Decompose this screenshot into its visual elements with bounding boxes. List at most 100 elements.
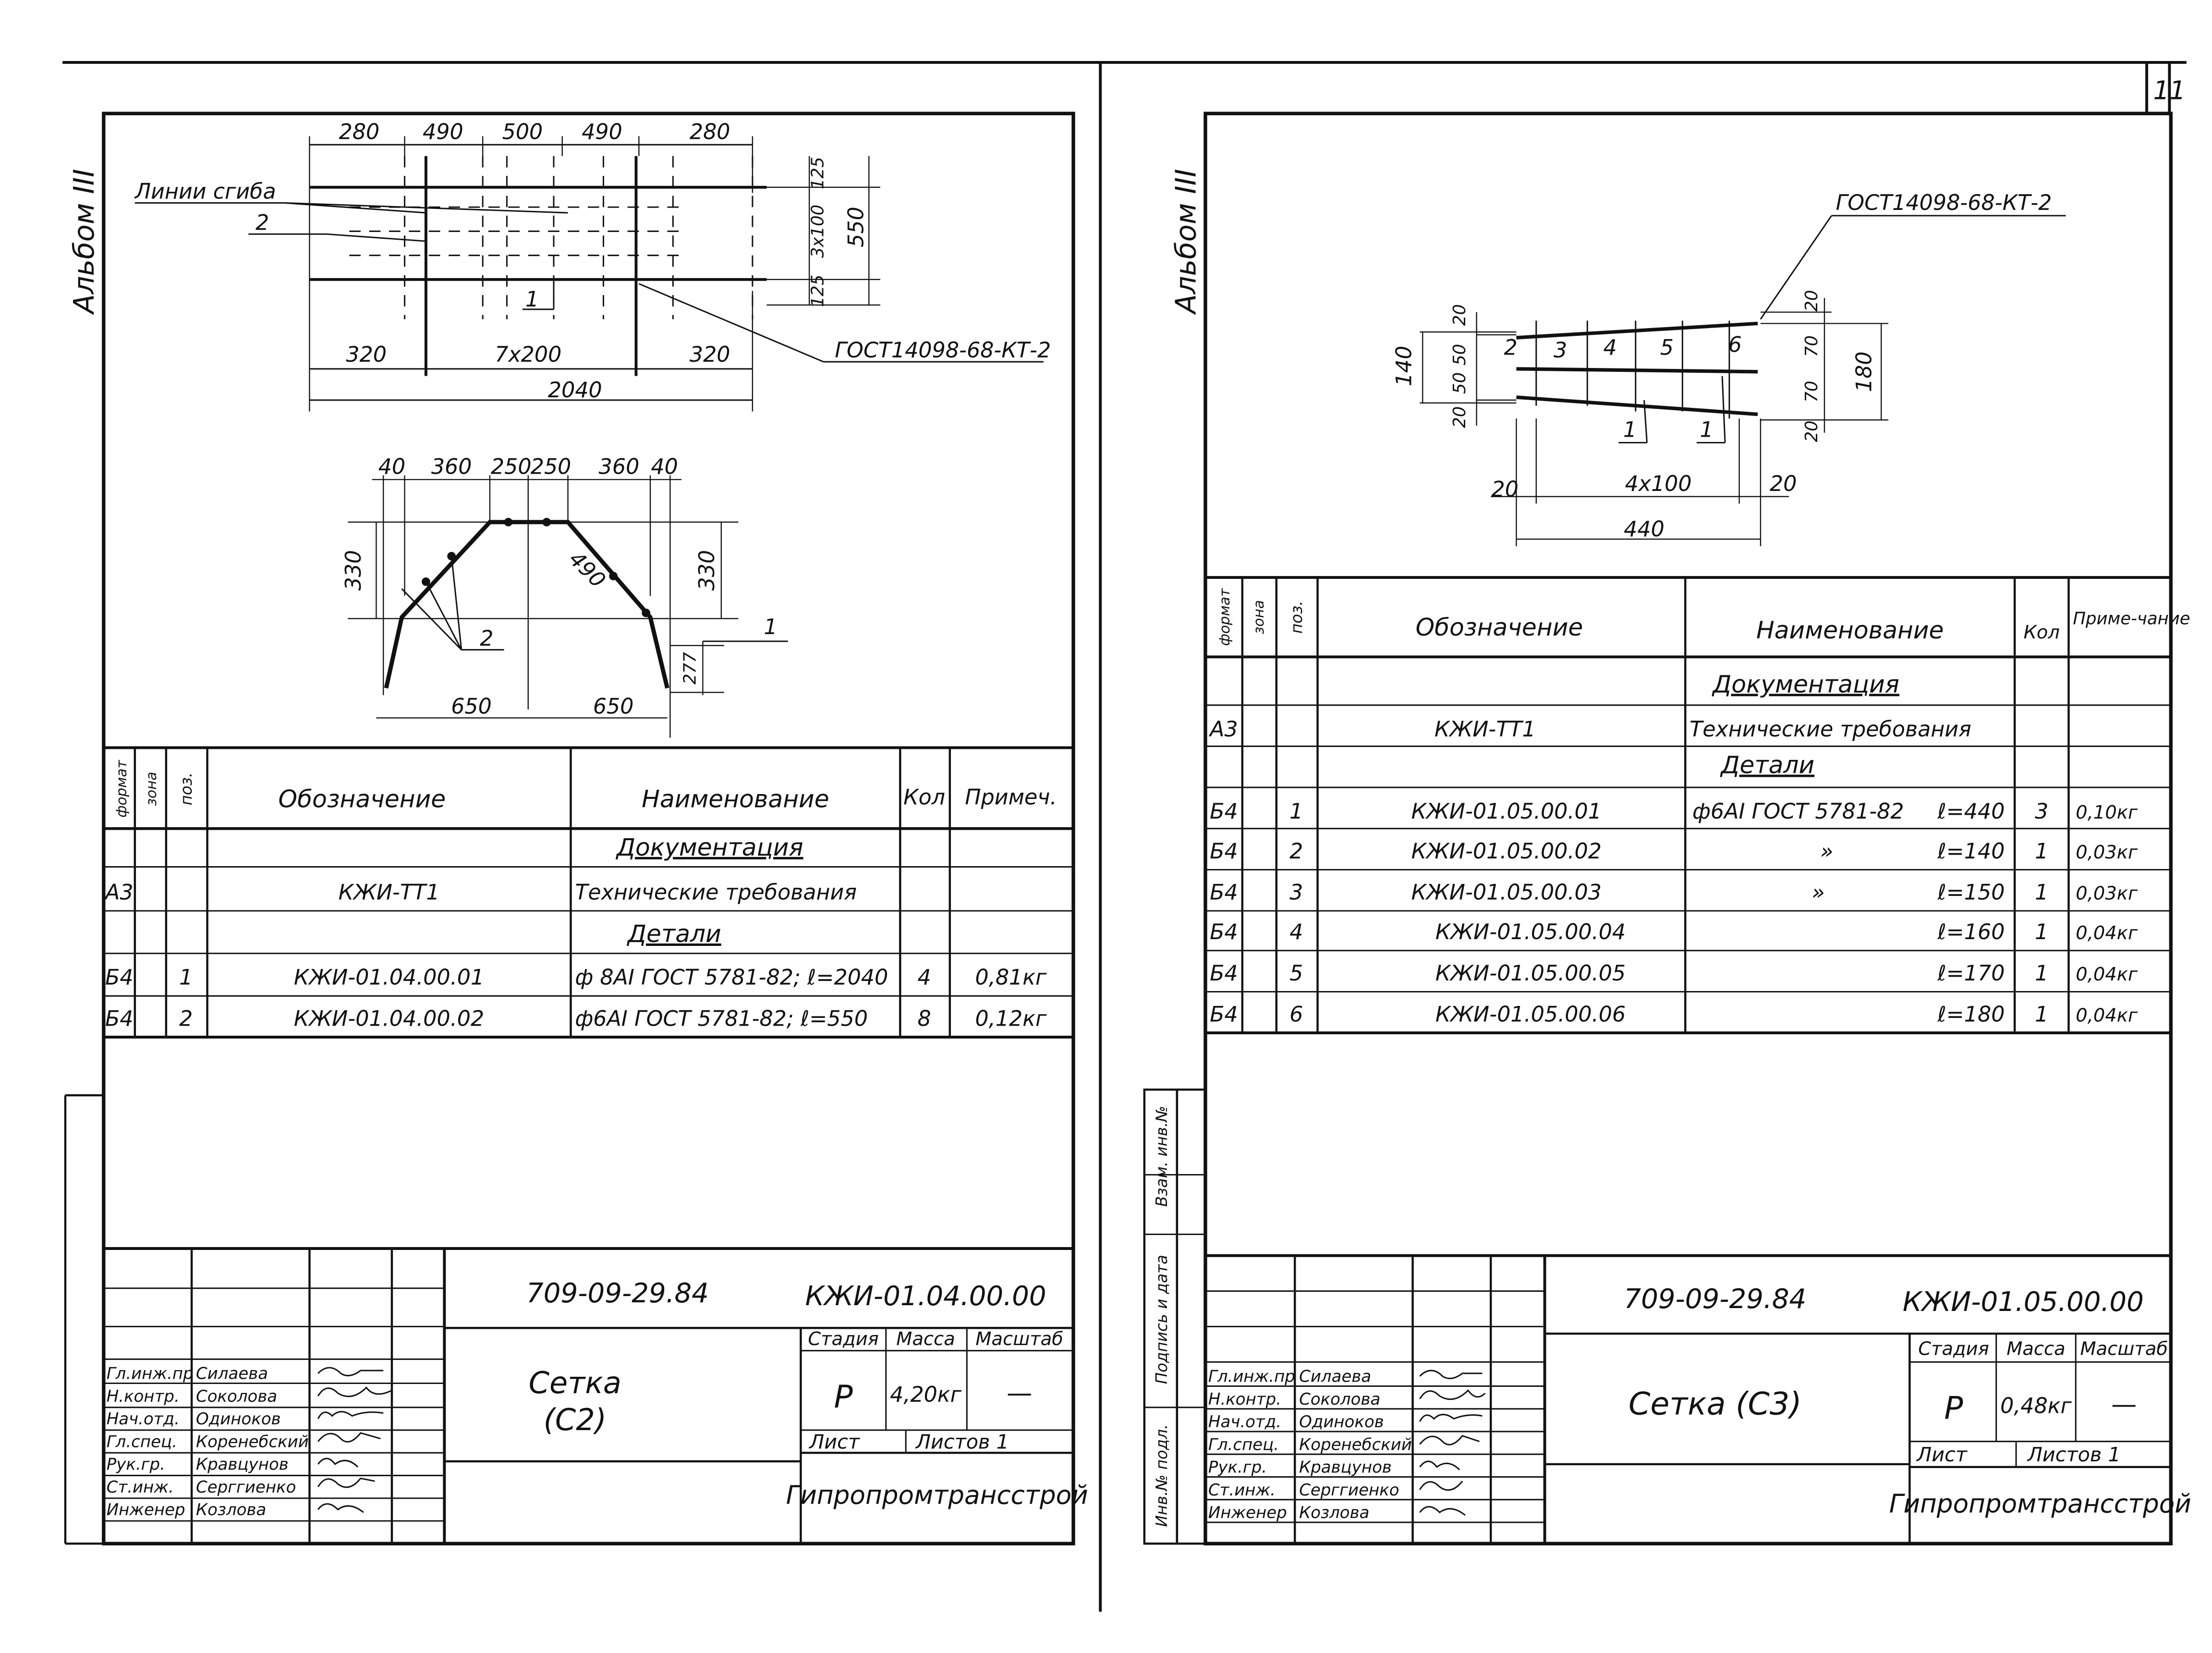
r-role-1: Гл.инж.пр [1208,1367,1295,1386]
album-label-right: Альбом III [1169,169,1202,316]
stage-header: Стадия [808,1328,878,1350]
dim-left-20-bottom: 20 [1450,406,1470,428]
r-mass-value: 0,48кг [2000,1394,2072,1419]
r-row-6-len: ℓ=160 [1937,920,2005,944]
sec-dim-650-left: 650 [451,695,492,719]
row-3-note: 0,81кг [975,966,1047,990]
dim-20-left-bottom: 20 [1492,478,1519,502]
dim-right-3x100: 3x100 [808,205,828,258]
title-block-left-lines [64,1094,1074,1545]
r-col-zone-header: зона [1251,600,1267,634]
dim-right-20-bottom: 20 [1802,420,1822,442]
position-5: 5 [1660,335,1674,360]
r-scale-value: — [2111,1390,2137,1420]
title-block-right-lines [1205,1254,2171,1544]
position-6: 6 [1728,332,1742,357]
col-pos-header: поз. [177,772,195,806]
dim-top-3: 500 [502,120,543,144]
r-name-2: Соколова [1299,1390,1380,1409]
r-row-7-note: 0,04кг [2076,964,2138,985]
row-1-designation: КЖИ-ТТ1 [339,880,440,905]
r-col-format-header: формат [1216,588,1233,646]
mesh-c3-plan-labels: ГОСТ14098-68-КТ-2 2 3 4 5 6 1 1 20 50 50… [1392,191,2052,541]
role-5: Рук.гр. [107,1455,165,1474]
r-organization: Гипропромтрансстрой [1889,1489,2191,1518]
r-row-5-note: 0,03кг [2076,882,2138,904]
dim-180: 180 [1852,352,1877,392]
dim-top-2: 490 [423,120,463,144]
dim-20-right-bottom: 20 [1770,472,1797,496]
r-row-6-pos: 4 [1289,920,1303,944]
scale-header: Масштаб [975,1328,1063,1350]
position-2-label: 2 [255,210,269,235]
mesh-c3-plan [1420,215,2066,547]
side-stamp-right-text: Инв.№ подл. Подпись и дата Взам. инв.№ [1153,1106,1171,1527]
r-section-details: Детали [1720,751,1814,779]
dim-440: 440 [1624,517,1665,541]
album-label-left: Альбом III [67,169,100,316]
r-row-6-format: Б4 [1210,920,1238,944]
r-row-3-pos: 1 [1289,799,1303,824]
r-mass-header: Масса [2006,1338,2066,1360]
col-zone-header: зона [143,772,159,806]
role-1: Гл.инж.пр [107,1364,194,1384]
mesh-c2-plan-labels: 280 490 500 490 280 Линии сгиба 2 1 125 … [134,120,1051,402]
r-drawing-title: Сетка (С3) [1629,1386,1802,1422]
row-4-format: Б4 [105,1006,134,1031]
name-7: Козлова [196,1500,266,1519]
row-4-note: 0,12кг [975,1006,1047,1031]
mesh-c2-section-labels: 40 360 250 250 360 40 330 330 490 277 2 … [341,454,778,719]
dim-top-1: 280 [339,120,380,144]
r-row-7-qty: 1 [2035,961,2048,986]
r-sheet-label: Лист [1916,1443,1968,1466]
r-row-8-qty: 1 [2035,1002,2048,1027]
r-col-pos-header: поз. [1288,600,1306,634]
sec-dim-40-left: 40 [378,454,405,479]
sec-position-2: 2 [480,626,493,651]
dim-right-20-top: 20 [1802,290,1822,312]
r-row-8-pos: 6 [1289,1002,1303,1027]
dim-bottom-3: 320 [690,343,730,367]
sec-dim-360-right: 360 [599,454,640,479]
r-row-1-name: Технические требования [1689,717,1971,742]
r-row-5-qty: 1 [2035,880,2048,905]
r-name-1: Силаева [1299,1367,1371,1386]
r-row-4-designation: КЖИ-01.05.00.02 [1411,839,1602,864]
dim-bottom-1: 320 [346,343,387,367]
row-3-name: ф 8АI ГОСТ 5781-82; ℓ=2040 [575,966,888,990]
r-row-8-len: ℓ=180 [1937,1002,2005,1027]
r-row-7-designation: КЖИ-01.05.00.05 [1435,961,1626,986]
dim-right-125-top: 125 [808,157,828,190]
dim-top-4: 490 [582,120,622,144]
r-role-3: Нач.отд. [1208,1412,1281,1432]
sheets-label: Листов 1 [915,1430,1009,1453]
sec-dim-360-left: 360 [431,454,472,479]
r-role-5: Рук.гр. [1208,1458,1267,1477]
role-3: Нач.отд. [107,1409,180,1429]
r-row-6-note: 0,04кг [2076,922,2138,944]
sheet-label: Лист [808,1430,861,1453]
r-row-3-note: 0,10кг [2076,802,2138,823]
row-4-name: ф6АI ГОСТ 5781-82; ℓ=550 [575,1006,868,1031]
stamp-inv-no: Инв.№ подл. [1153,1424,1171,1527]
title-block-left-text: 709-09-29.84 КЖИ-01.04.00.00 Сетка (С2) … [107,1278,1088,1519]
row-3-designation: КЖИ-01.04.00.01 [294,966,484,990]
r-row-4-len: ℓ=140 [1937,839,2005,864]
organization: Гипропромтрансстрой [786,1481,1088,1510]
row-4-designation: КЖИ-01.04.00.02 [294,1006,484,1031]
document-id: КЖИ-01.04.00.00 [805,1281,1046,1312]
r-row-4-format: Б4 [1210,839,1238,864]
section-documentation: Документация [616,833,803,861]
sec-dim-250-left: 250 [491,454,532,479]
r-name-6: Серггиенко [1299,1481,1399,1500]
name-1: Силаева [196,1364,268,1384]
r-row-7-format: Б4 [1210,961,1238,986]
spec-table-right [1205,576,2171,1035]
r-row-4-pos: 2 [1289,839,1303,864]
name-3: Одиноков [196,1409,281,1429]
page-number: 11 [2153,76,2186,106]
name-2: Соколова [196,1387,277,1406]
spec-table-right-text: формат зона поз. Обозначение Наименовани… [1208,588,2190,1027]
dim-550: 550 [844,207,868,247]
